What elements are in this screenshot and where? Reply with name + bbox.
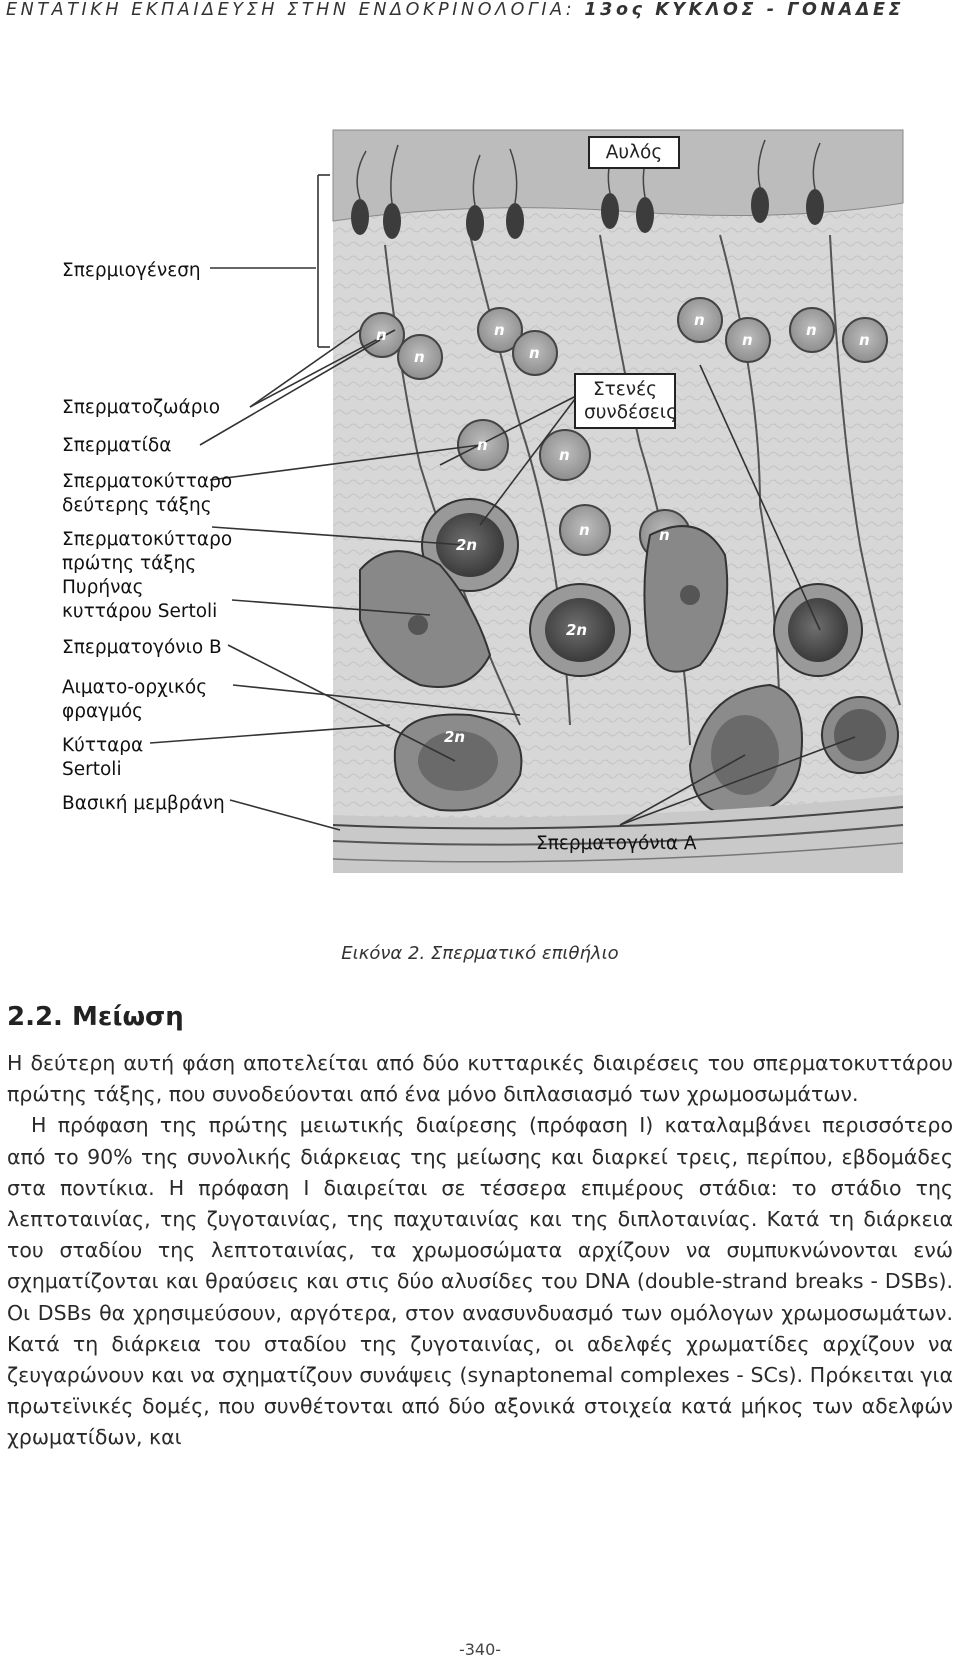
spermatogonia	[393, 683, 899, 817]
label-spermiogenesis: Σπερμιογένεση	[62, 260, 201, 281]
label-sertoli-nucleus-1: Πυρήνας	[62, 577, 144, 598]
page-number: -340-	[458, 1640, 502, 1659]
leader-lines	[149, 174, 856, 831]
header-cycle: 13ος ΚΥΚΛΟΣ - ΓΟΝΑΔΕΣ	[584, 0, 905, 20]
header-title: ΕΝΤΑΤΙΚΗ ΕΚΠΑΙΔΕΥΣΗ ΣΤΗΝ ΕΝΔΟΚΡΙΝΟΛΟΓΙΑ:	[6, 0, 576, 20]
cell-label-n: n	[579, 521, 590, 539]
cell-label-2n: 2n	[444, 728, 466, 746]
label-blood-testis-barrier-2: φραγμός	[62, 701, 144, 722]
figure-seminiferous-epithelium: Σπερμιογένεση Σπερματοζωάριο Σπερματίδα …	[0, 125, 960, 945]
cell-label-n: n	[806, 321, 817, 339]
figure-caption: Εικόνα 2. Σπερματικό επιθήλιο	[341, 943, 619, 964]
spermatozoa	[351, 139, 824, 241]
label-sertoli-cells-2: Sertoli	[62, 759, 122, 780]
label-primary-spermatocyte-1: Σπερματοκύτταρο	[62, 529, 233, 550]
label-primary-spermatocyte-2: πρώτης τάξης	[62, 553, 197, 574]
cell-label-n: n	[742, 331, 753, 349]
sertoli-nuclei	[359, 525, 729, 688]
cell-label-n: n	[529, 344, 540, 362]
label-spermatogonia-a: Σπερματογόνια Α	[536, 833, 697, 854]
cell-label-n: n	[694, 311, 705, 329]
cell-label-n: n	[559, 446, 570, 464]
label-spermatogonium-b: Σπερματογόνιο Β	[62, 637, 222, 658]
label-sertoli-nucleus-2: κυττάρου Sertoli	[62, 601, 218, 622]
cell-label-n: n	[414, 348, 425, 366]
label-basement-membrane: Βασική μεμβράνη	[62, 793, 225, 814]
cell-label-n: n	[477, 436, 488, 454]
label-sertoli-cells-1: Κύτταρα	[62, 735, 144, 756]
epithelium-illustration	[149, 129, 904, 873]
label-spermatid: Σπερματίδα	[62, 435, 172, 456]
cell-label-n: n	[494, 321, 505, 339]
label-secondary-spermatocyte-1: Σπερματοκύτταρο	[62, 471, 233, 492]
label-secondary-spermatocyte-2: δεύτερης τάξης	[62, 495, 212, 516]
cell-label-n: n	[376, 326, 387, 344]
cell-label-n: n	[659, 526, 670, 544]
basement-membrane	[332, 795, 904, 873]
spermatids	[359, 297, 888, 380]
label-lumen: Αυλός	[588, 136, 680, 169]
paragraph: Η πρόφαση της πρώτης μειωτικής διαίρεσης…	[7, 1113, 953, 1450]
running-header: ΕΝΤΑΤΙΚΗ ΕΚΠΑΙΔΕΥΣΗ ΣΤΗΝ ΕΝΔΟΚΡΙΝΟΛΟΓΙΑ:…	[6, 0, 956, 20]
cell-label-2n: 2n	[566, 621, 588, 639]
cell-label-2n: 2n	[456, 536, 478, 554]
body-text: Η δεύτερη αυτή φάση αποτελείται από δύο …	[7, 1048, 953, 1454]
label-blood-testis-barrier-1: Αιματο-ορχικός	[62, 677, 208, 698]
cell-label-n: n	[859, 331, 870, 349]
label-spermatozoon: Σπερματοζωάριο	[62, 397, 221, 418]
secondary-spermatocytes	[457, 419, 691, 561]
primary-spermatocytes	[421, 498, 863, 677]
section-title: 2.2. Μείωση	[7, 1002, 184, 1032]
paragraph: Η δεύτερη αυτή φάση αποτελείται από δύο …	[7, 1051, 953, 1107]
